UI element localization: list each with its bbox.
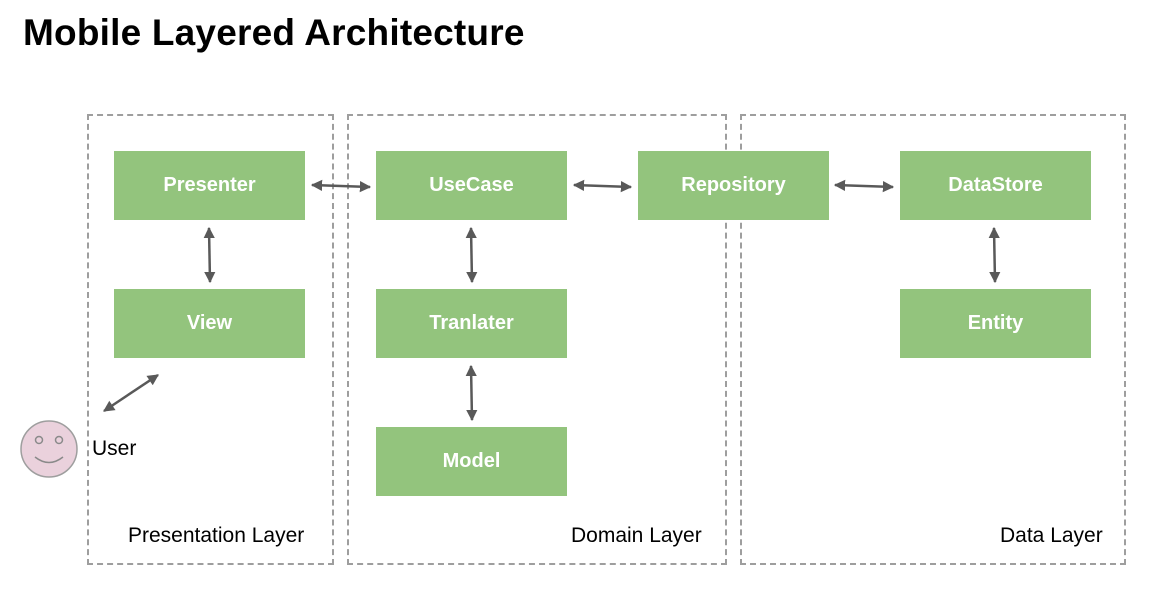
entity-node: Entity (900, 289, 1091, 358)
smiley-face-icon (20, 420, 78, 478)
presentation-layer-label: Presentation Layer (128, 524, 305, 547)
arrow-presenter-usecase (310, 179, 372, 193)
user-label: User (92, 437, 137, 460)
arrow-usecase-translater (465, 226, 478, 284)
usecase-node: UseCase (376, 151, 567, 220)
arrow-datastore-entity (988, 226, 1001, 284)
domain-layer-label: Domain Layer (571, 524, 702, 547)
presenter-node: Presenter (114, 151, 305, 220)
view-node: View (114, 289, 305, 358)
arrow-user-view (103, 373, 159, 413)
arrow-translater-model (465, 364, 478, 422)
data-layer (740, 114, 1126, 565)
arrow-presenter-view (203, 226, 216, 284)
model-node: Model (376, 427, 567, 496)
page-title: Mobile Layered Architecture (23, 12, 525, 53)
data-layer-label: Data Layer (1000, 524, 1103, 547)
domain-layer (347, 114, 727, 565)
arrow-repository-datastore (833, 179, 895, 193)
translater-node: Tranlater (376, 289, 567, 358)
arrow-usecase-repository (572, 179, 633, 193)
presentation-layer (87, 114, 334, 565)
repository-node: Repository (638, 151, 829, 220)
datastore-node: DataStore (900, 151, 1091, 220)
